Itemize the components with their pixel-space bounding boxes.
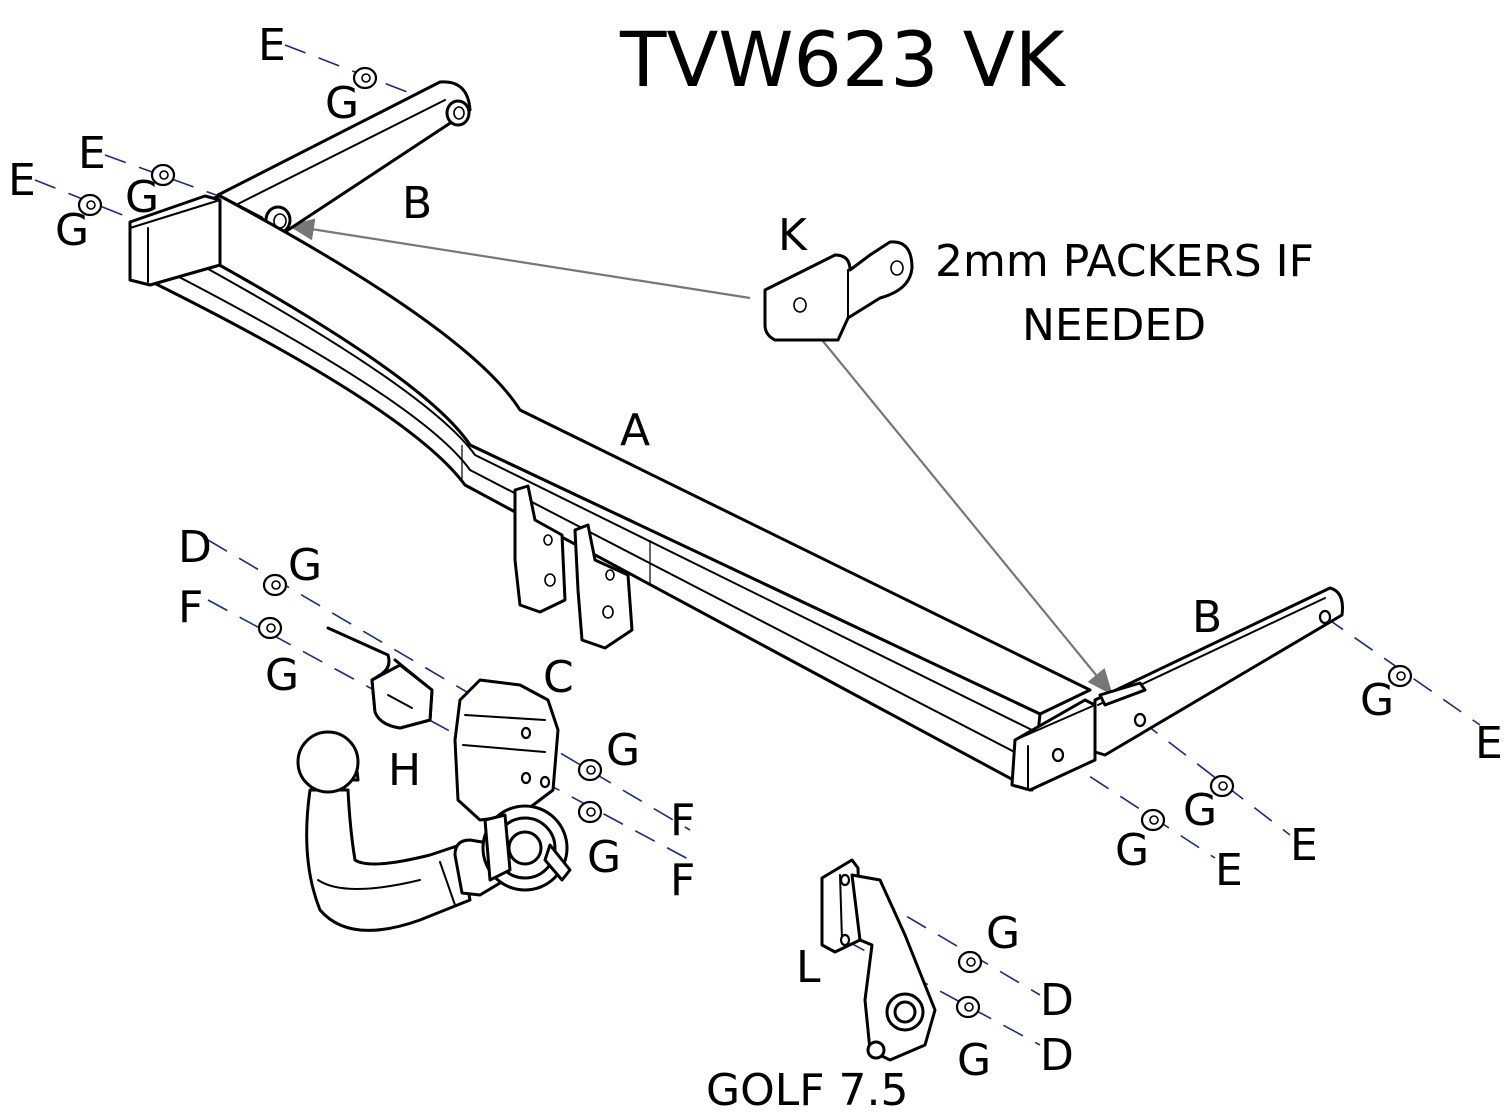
label-e: E (258, 20, 286, 71)
label-g: G (1115, 825, 1149, 876)
label-a: A (620, 405, 650, 456)
label-c: C (543, 652, 574, 703)
label-d: D (178, 522, 212, 573)
label-g: G (587, 832, 621, 883)
label-f: F (178, 582, 203, 633)
label-e: E (1475, 718, 1503, 769)
label-e: E (78, 128, 106, 179)
label-f: F (670, 855, 695, 906)
diagram-title: TVW623 VK (619, 15, 1067, 104)
label-g: G (1183, 785, 1217, 836)
label-e: E (1215, 845, 1243, 896)
label-l: L (796, 942, 821, 993)
label-b: B (1192, 592, 1222, 643)
label-d: D (1040, 975, 1074, 1026)
label-g: G (125, 172, 159, 223)
label-g: G (325, 78, 359, 129)
label-g: G (55, 205, 89, 256)
label-f: F (670, 795, 695, 846)
label-g: G (1360, 675, 1394, 726)
side-arm-right (1051, 586, 1344, 763)
part-labels: E G E G E G B K A D G F G C H G F G F B … (8, 20, 1503, 1086)
label-b: B (402, 178, 432, 229)
label-g: G (288, 540, 322, 591)
coupling-housing (453, 678, 572, 892)
label-h: H (388, 745, 421, 796)
center-brackets (513, 484, 634, 650)
packer-arrows (287, 218, 1113, 696)
vehicle-model: GOLF 7.5 (706, 1065, 909, 1114)
label-k: K (778, 210, 808, 261)
label-g: G (986, 908, 1020, 959)
label-g: G (957, 1035, 991, 1086)
label-g: G (265, 650, 299, 701)
tow-ball-neck (296, 730, 507, 932)
packer-plate (763, 240, 914, 342)
packer-note-line-1: 2mm PACKERS IF (935, 236, 1314, 287)
main-crossbar (128, 194, 1097, 792)
packer-note-line-2: NEEDED (1022, 300, 1206, 351)
bracket-h (326, 626, 434, 730)
bracket-l (820, 858, 937, 1062)
label-e: E (8, 155, 36, 206)
washers-g (77, 66, 1413, 1019)
label-g: G (606, 725, 640, 776)
label-e: E (1290, 820, 1318, 871)
label-d: D (1040, 1030, 1074, 1081)
